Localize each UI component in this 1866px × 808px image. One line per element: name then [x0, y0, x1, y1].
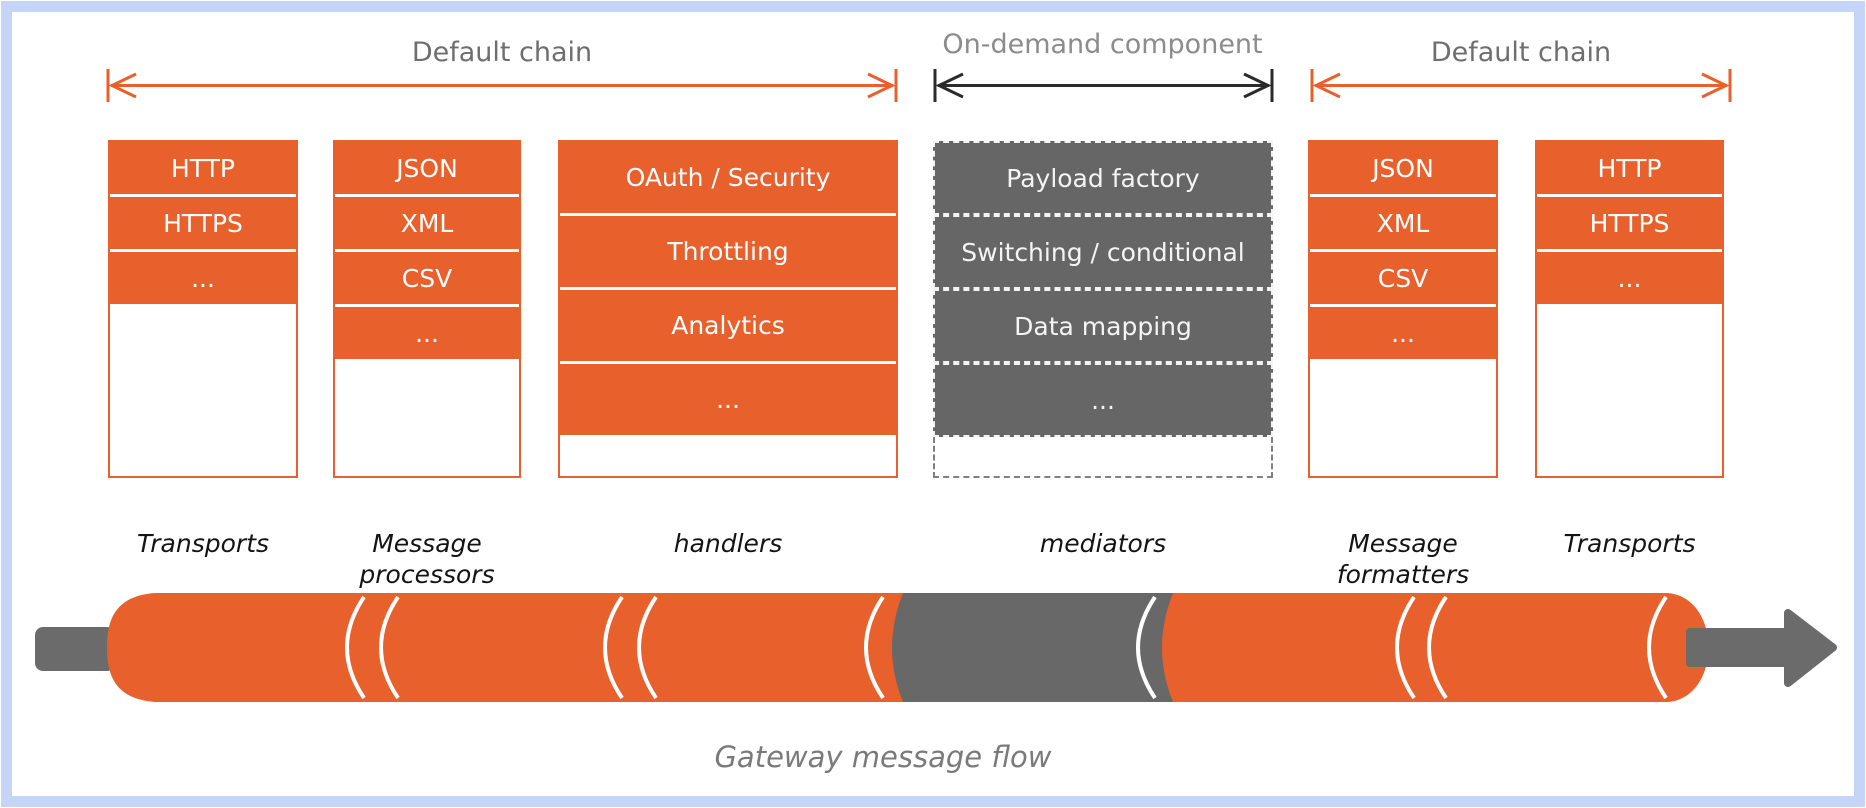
caption-handlers: handlers	[673, 529, 783, 558]
on-demand-arrow	[933, 69, 1274, 102]
component-row: OAuth / Security	[560, 142, 896, 216]
caption-message-processors: Message processors	[359, 529, 495, 589]
column-empty-area	[560, 438, 896, 476]
default-chain-right-arrow	[1310, 69, 1732, 102]
column-empty-area	[933, 437, 1273, 478]
component-label: ...	[191, 263, 215, 293]
caption-transports-out: Transports	[1563, 529, 1696, 558]
component-row: Throttling	[560, 216, 896, 290]
component-label: HTTP	[171, 153, 235, 183]
column-empty-area	[335, 362, 519, 476]
component-label: JSON	[396, 153, 458, 183]
component-label: Analytics	[671, 311, 785, 340]
component-label: XML	[1376, 208, 1430, 238]
column-empty-area	[1537, 307, 1722, 476]
column-empty-area	[1310, 362, 1496, 476]
component-label: CSV	[401, 263, 453, 293]
component-row: ...	[335, 307, 519, 362]
component-row: JSON	[335, 142, 519, 197]
flow-direction-arrow-icon	[1686, 609, 1837, 687]
component-label: ...	[1617, 263, 1642, 293]
component-row: HTTP	[110, 142, 296, 197]
component-row: CSV	[1310, 252, 1496, 307]
component-row: Payload factory	[933, 141, 1273, 215]
default-chain-left-arrow	[106, 69, 898, 102]
pipe-mediator-segment	[892, 593, 1173, 702]
component-row: HTTP	[1537, 142, 1722, 197]
component-row: CSV	[335, 252, 519, 307]
column-mediators: Payload factory Switching / conditional …	[933, 141, 1273, 478]
component-label: JSON	[1372, 153, 1434, 183]
component-row: ...	[1310, 307, 1496, 362]
component-row: XML	[1310, 197, 1496, 252]
default-chain-left-label: Default chain	[411, 37, 593, 68]
pipe-segment-seams	[345, 595, 1668, 700]
column-empty-area	[110, 307, 296, 476]
column-handlers: OAuth / Security Throttling Analytics ..…	[558, 140, 898, 478]
component-row: ...	[110, 252, 296, 307]
column-message-formatters: JSON XML CSV ...	[1308, 140, 1498, 478]
on-demand-component-label: On-demand component	[942, 29, 1263, 60]
component-row: ...	[1537, 252, 1722, 307]
component-label: HTTPS	[163, 208, 243, 238]
column-transports-out: HTTP HTTPS ...	[1535, 140, 1724, 478]
pipe-inlet-stub	[35, 627, 115, 671]
component-row: JSON	[1310, 142, 1496, 197]
component-label: ...	[415, 318, 439, 348]
component-row: XML	[335, 197, 519, 252]
component-label: HTTP	[1597, 153, 1662, 183]
component-label: Data mapping	[1014, 311, 1192, 341]
component-row: Switching / conditional	[933, 215, 1273, 289]
component-label: CSV	[1377, 263, 1429, 293]
default-chain-right-label: Default chain	[1430, 37, 1612, 68]
column-transports-in: HTTP HTTPS ...	[108, 140, 298, 478]
gateway-pipe	[35, 593, 1837, 702]
caption-mediators: mediators	[1039, 529, 1167, 558]
gateway-message-flow-label: Gateway message flow	[714, 740, 1052, 774]
component-row: ...	[560, 364, 896, 438]
component-label: OAuth / Security	[625, 163, 831, 192]
component-row: HTTPS	[110, 197, 296, 252]
component-label: Throttling	[667, 237, 789, 266]
component-label: ...	[716, 385, 740, 414]
caption-message-formatters: Message formatters	[1336, 529, 1470, 589]
component-row: Data mapping	[933, 289, 1273, 363]
column-message-processors: JSON XML CSV ...	[333, 140, 521, 478]
component-row: ...	[933, 363, 1273, 437]
component-row: Analytics	[560, 290, 896, 364]
component-label: Switching / conditional	[961, 237, 1245, 267]
component-label: HTTPS	[1589, 208, 1670, 238]
component-label: Payload factory	[1006, 163, 1200, 193]
component-label: ...	[1091, 385, 1115, 415]
component-row: HTTPS	[1537, 197, 1722, 252]
component-label: ...	[1391, 318, 1415, 348]
caption-transports-in: Transports	[136, 529, 270, 558]
component-label: XML	[400, 208, 454, 238]
